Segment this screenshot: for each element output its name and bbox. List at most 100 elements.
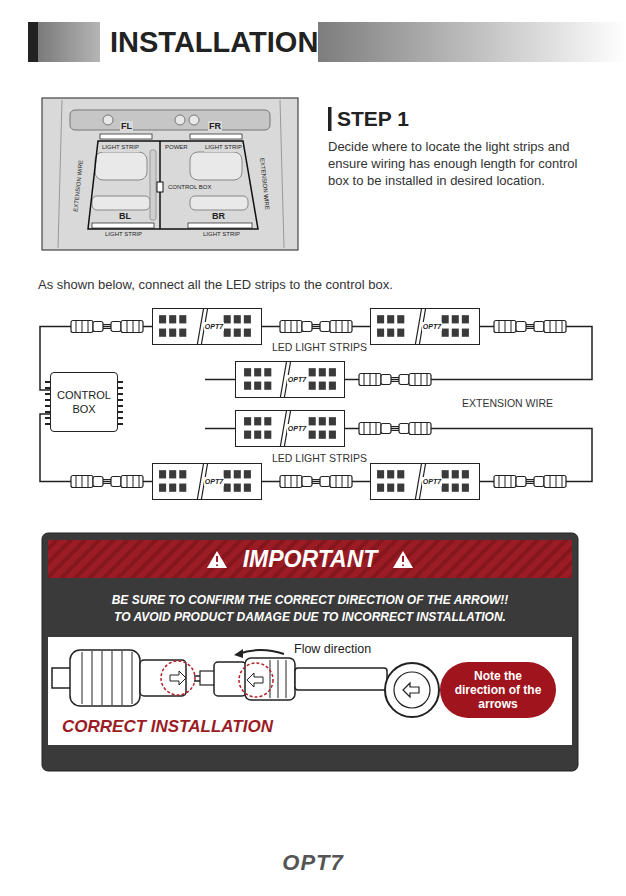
car-top-view	[189, 115, 199, 125]
plug-body	[302, 322, 312, 332]
part-label: EXTENSION WIRE	[462, 397, 553, 410]
led-chip	[264, 382, 271, 390]
led-chip	[452, 315, 459, 323]
plug-pair	[359, 374, 431, 386]
brand-logo: OPT7	[422, 477, 442, 486]
male-connector	[194, 649, 387, 700]
led-chip	[224, 315, 231, 323]
plug-body	[93, 477, 103, 487]
female-connector	[161, 661, 195, 695]
led-chip	[377, 484, 384, 492]
led-chip	[442, 470, 449, 478]
plug-pair	[71, 321, 143, 333]
plug-body	[516, 322, 526, 332]
node-text: CONTROL BOX	[51, 388, 117, 416]
brand-logo: OPT7	[204, 477, 224, 486]
led-chip	[377, 470, 384, 478]
wire-connector	[262, 326, 370, 328]
car-top-view	[100, 134, 152, 139]
important-panel	[48, 637, 572, 745]
car-top-view	[92, 223, 154, 228]
plug-pair	[359, 423, 431, 435]
plug-pair	[280, 321, 352, 333]
warning-text: BE SURE TO CONFIRM THE CORRECT DIRECTION…	[48, 593, 572, 608]
plug-pair	[494, 476, 566, 488]
car-top-view	[150, 150, 156, 220]
banner-heading: IMPORTANT	[48, 545, 572, 573]
part-label: LIGHT STRIP	[202, 231, 241, 239]
plug-ridge	[376, 423, 427, 435]
led-chip	[254, 417, 261, 425]
car-top-view	[42, 98, 298, 250]
plug-ridge	[511, 321, 562, 333]
title-bar	[38, 22, 100, 62]
female-connector	[52, 650, 195, 706]
warning-text: TO AVOID PRODUCT DAMAGE DUE TO INCORRECT…	[48, 610, 572, 625]
led-chip	[387, 329, 394, 337]
part-label: LED LIGHT STRIPS	[272, 341, 367, 354]
plug-body	[302, 477, 312, 487]
part-label: LIGHT STRIP	[101, 144, 140, 152]
car-top-view	[95, 152, 147, 180]
step-text: Decide where to locate the light strips …	[328, 138, 580, 189]
step-heading: STEP 1	[337, 106, 409, 132]
page-title: INSTALLATION	[110, 24, 318, 60]
led-chip	[264, 368, 271, 376]
plug-body	[330, 321, 352, 333]
led-chip	[452, 329, 459, 337]
plug-pin	[391, 378, 399, 382]
plug-body	[381, 375, 391, 385]
led-chip	[377, 315, 384, 323]
part-label: LIGHT STRIP	[204, 144, 243, 152]
plug-ridge	[505, 476, 556, 488]
plug-body	[409, 374, 431, 386]
plug-ridge	[364, 423, 415, 435]
plug-pin	[103, 325, 111, 329]
plug-body	[381, 424, 391, 434]
plug-body	[399, 375, 409, 385]
plug-ridge	[297, 476, 348, 488]
wire-stubs	[205, 380, 236, 429]
part-label: LED LIGHT STRIPS	[272, 452, 367, 465]
led-chip	[179, 315, 186, 323]
plug-ridge	[511, 476, 562, 488]
led-chip	[442, 484, 449, 492]
led-chip	[254, 431, 261, 439]
plug-ridge	[291, 476, 342, 488]
car-top-view	[103, 115, 113, 125]
female-connector	[82, 651, 132, 705]
led-chip	[309, 417, 316, 425]
plug-body	[111, 477, 121, 487]
led-chip	[442, 315, 449, 323]
led-chip	[244, 382, 251, 390]
node-text: Note the direction of the arrows	[454, 669, 542, 711]
led-chip	[254, 382, 261, 390]
position-label: FR	[208, 121, 222, 132]
led-chip	[462, 484, 469, 492]
position-label: FL	[120, 121, 133, 132]
brand-logo: OPT7	[0, 849, 626, 877]
callout-circle	[394, 672, 430, 708]
plug-ridge	[376, 374, 427, 386]
plug-body	[121, 321, 143, 333]
note-callout: Note the direction of the arrows	[440, 662, 556, 718]
plug-ridge	[76, 476, 127, 488]
led-chip	[309, 431, 316, 439]
led-chip	[159, 329, 166, 337]
warning-triangle	[207, 551, 227, 568]
led-strip: OPT7	[370, 463, 480, 500]
male-connector	[214, 662, 246, 696]
plug-pin	[312, 325, 320, 329]
led-chip	[397, 315, 404, 323]
female-connector	[170, 671, 186, 685]
led-strip: OPT7	[152, 463, 262, 500]
led-chip	[442, 329, 449, 337]
plug-ridge	[297, 321, 348, 333]
plug-pin	[526, 325, 534, 329]
plug-body	[534, 477, 544, 487]
led-chip	[234, 329, 241, 337]
brand-logo: OPT7	[422, 322, 442, 331]
led-chip	[319, 417, 326, 425]
control-box: CONTROL BOX	[50, 372, 118, 432]
plug-body	[544, 476, 566, 488]
